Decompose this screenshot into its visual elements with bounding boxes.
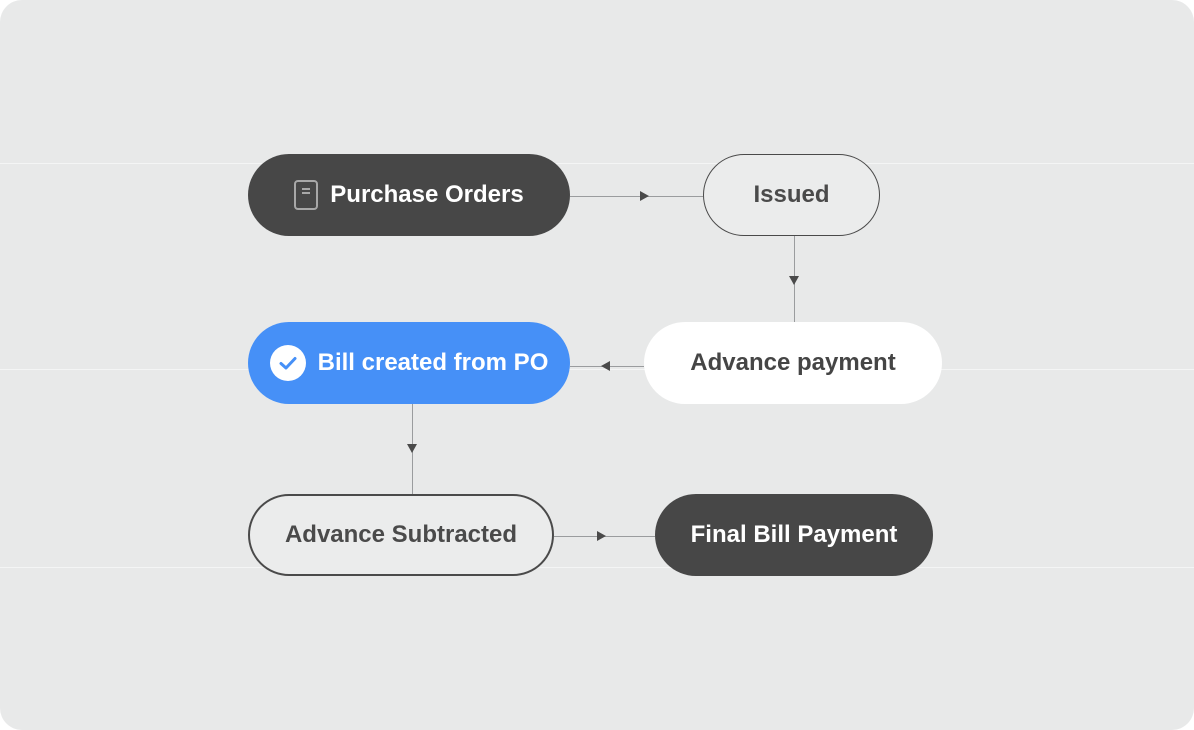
node-final-bill-payment[interactable]: Final Bill Payment: [655, 494, 933, 576]
guide-line-top: [0, 163, 1194, 164]
node-label: Issued: [753, 181, 830, 208]
arrow-down-icon: [407, 444, 417, 453]
arrow-down-icon: [789, 276, 799, 285]
node-advance-subtracted[interactable]: Advance Subtracted: [248, 494, 554, 576]
node-issued[interactable]: Issued: [703, 154, 880, 236]
node-label: Purchase Orders: [330, 181, 524, 208]
node-bill-created-from-po[interactable]: Bill created from PO: [248, 322, 570, 404]
arrow-right-icon: [640, 191, 649, 201]
node-label: Bill created from PO: [317, 349, 549, 376]
node-label: Final Bill Payment: [690, 521, 898, 548]
check-circle-icon: [269, 345, 306, 381]
guide-line-middle: [0, 369, 1194, 370]
node-purchase-orders[interactable]: Purchase Orders: [248, 154, 570, 236]
document-icon: [294, 180, 319, 210]
node-label: Advance payment: [690, 349, 896, 376]
connector-po-to-issued: [570, 196, 703, 197]
guide-line-bottom: [0, 567, 1194, 568]
node-label: Advance Subtracted: [284, 521, 518, 548]
arrow-left-icon: [601, 361, 610, 371]
arrow-right-icon: [597, 531, 606, 541]
node-advance-payment[interactable]: Advance payment: [644, 322, 942, 404]
